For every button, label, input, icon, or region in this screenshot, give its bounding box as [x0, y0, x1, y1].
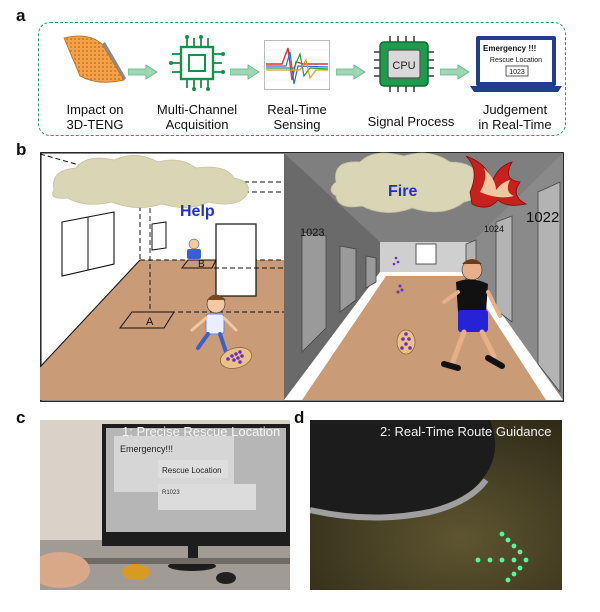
chip-icon: [169, 35, 225, 91]
photo-c-caption: 1: Precise Rescue Location: [122, 424, 281, 439]
door-number-1022: 1022: [526, 209, 559, 226]
room-scene: B A Help: [40, 153, 284, 400]
monitor-photo: Emergency!!! Rescue Location R1023: [40, 420, 290, 590]
door-number-1024: 1024: [484, 224, 504, 234]
flow-arrow-icon: [230, 64, 260, 80]
step-label-judgement: Judgement in Real-Time: [478, 102, 552, 132]
led-arrow-icon: [475, 531, 529, 583]
flow-arrow-icon: [440, 64, 470, 80]
photo-route-guidance: 2: Real-Time Route Guidance: [310, 420, 562, 590]
corridor-scene: 1023 1022 1024 Fire: [284, 152, 563, 401]
photo-c-room: R1023: [162, 490, 180, 496]
rescue-scene-illustration: B A Help: [40, 152, 564, 402]
marker-b: B: [198, 259, 205, 270]
cpu-icon: CPU: [374, 36, 434, 92]
step-label-acquisition: Multi-Channel Acquisition: [156, 102, 238, 132]
flow-arrow-icon: [336, 64, 366, 80]
step-label-signal-process: Signal Process: [367, 114, 455, 129]
flow-arrow-icon: [128, 64, 158, 80]
panel-label-c: c: [16, 408, 26, 427]
marker-a: A: [146, 316, 154, 328]
step-label-impact: Impact on 3D-TENG: [66, 102, 124, 132]
led-floor-photo: [310, 420, 562, 590]
laptop-room-text: 1023: [509, 69, 525, 76]
panel-label-b: b: [16, 140, 27, 159]
photo-rescue-location: Emergency!!! Rescue Location R1023 1: Pr…: [40, 420, 290, 590]
panel-label-a: a: [16, 6, 26, 25]
door-number-1023: 1023: [300, 227, 324, 239]
step-label-sensing: Real-Time Sensing: [267, 102, 327, 132]
cpu-label: CPU: [392, 60, 415, 72]
laptop-rescue-text: Rescue Location: [490, 57, 542, 64]
photo-d-caption: 2: Real-Time Route Guidance: [380, 424, 552, 439]
help-label: Help: [180, 203, 215, 220]
fire-label: Fire: [388, 183, 417, 200]
laptop-icon: Emergency !!! Rescue Location 1023: [470, 36, 562, 92]
photo-c-rescue: Rescue Location: [162, 466, 222, 475]
signal-plot-icon: [264, 40, 330, 90]
workflow-frame: [38, 22, 566, 136]
panel-label-d: d: [294, 408, 305, 427]
teng-film-icon: [63, 35, 126, 83]
laptop-emergency-text: Emergency !!!: [483, 44, 536, 53]
photo-c-emergency: Emergency!!!: [120, 444, 173, 454]
